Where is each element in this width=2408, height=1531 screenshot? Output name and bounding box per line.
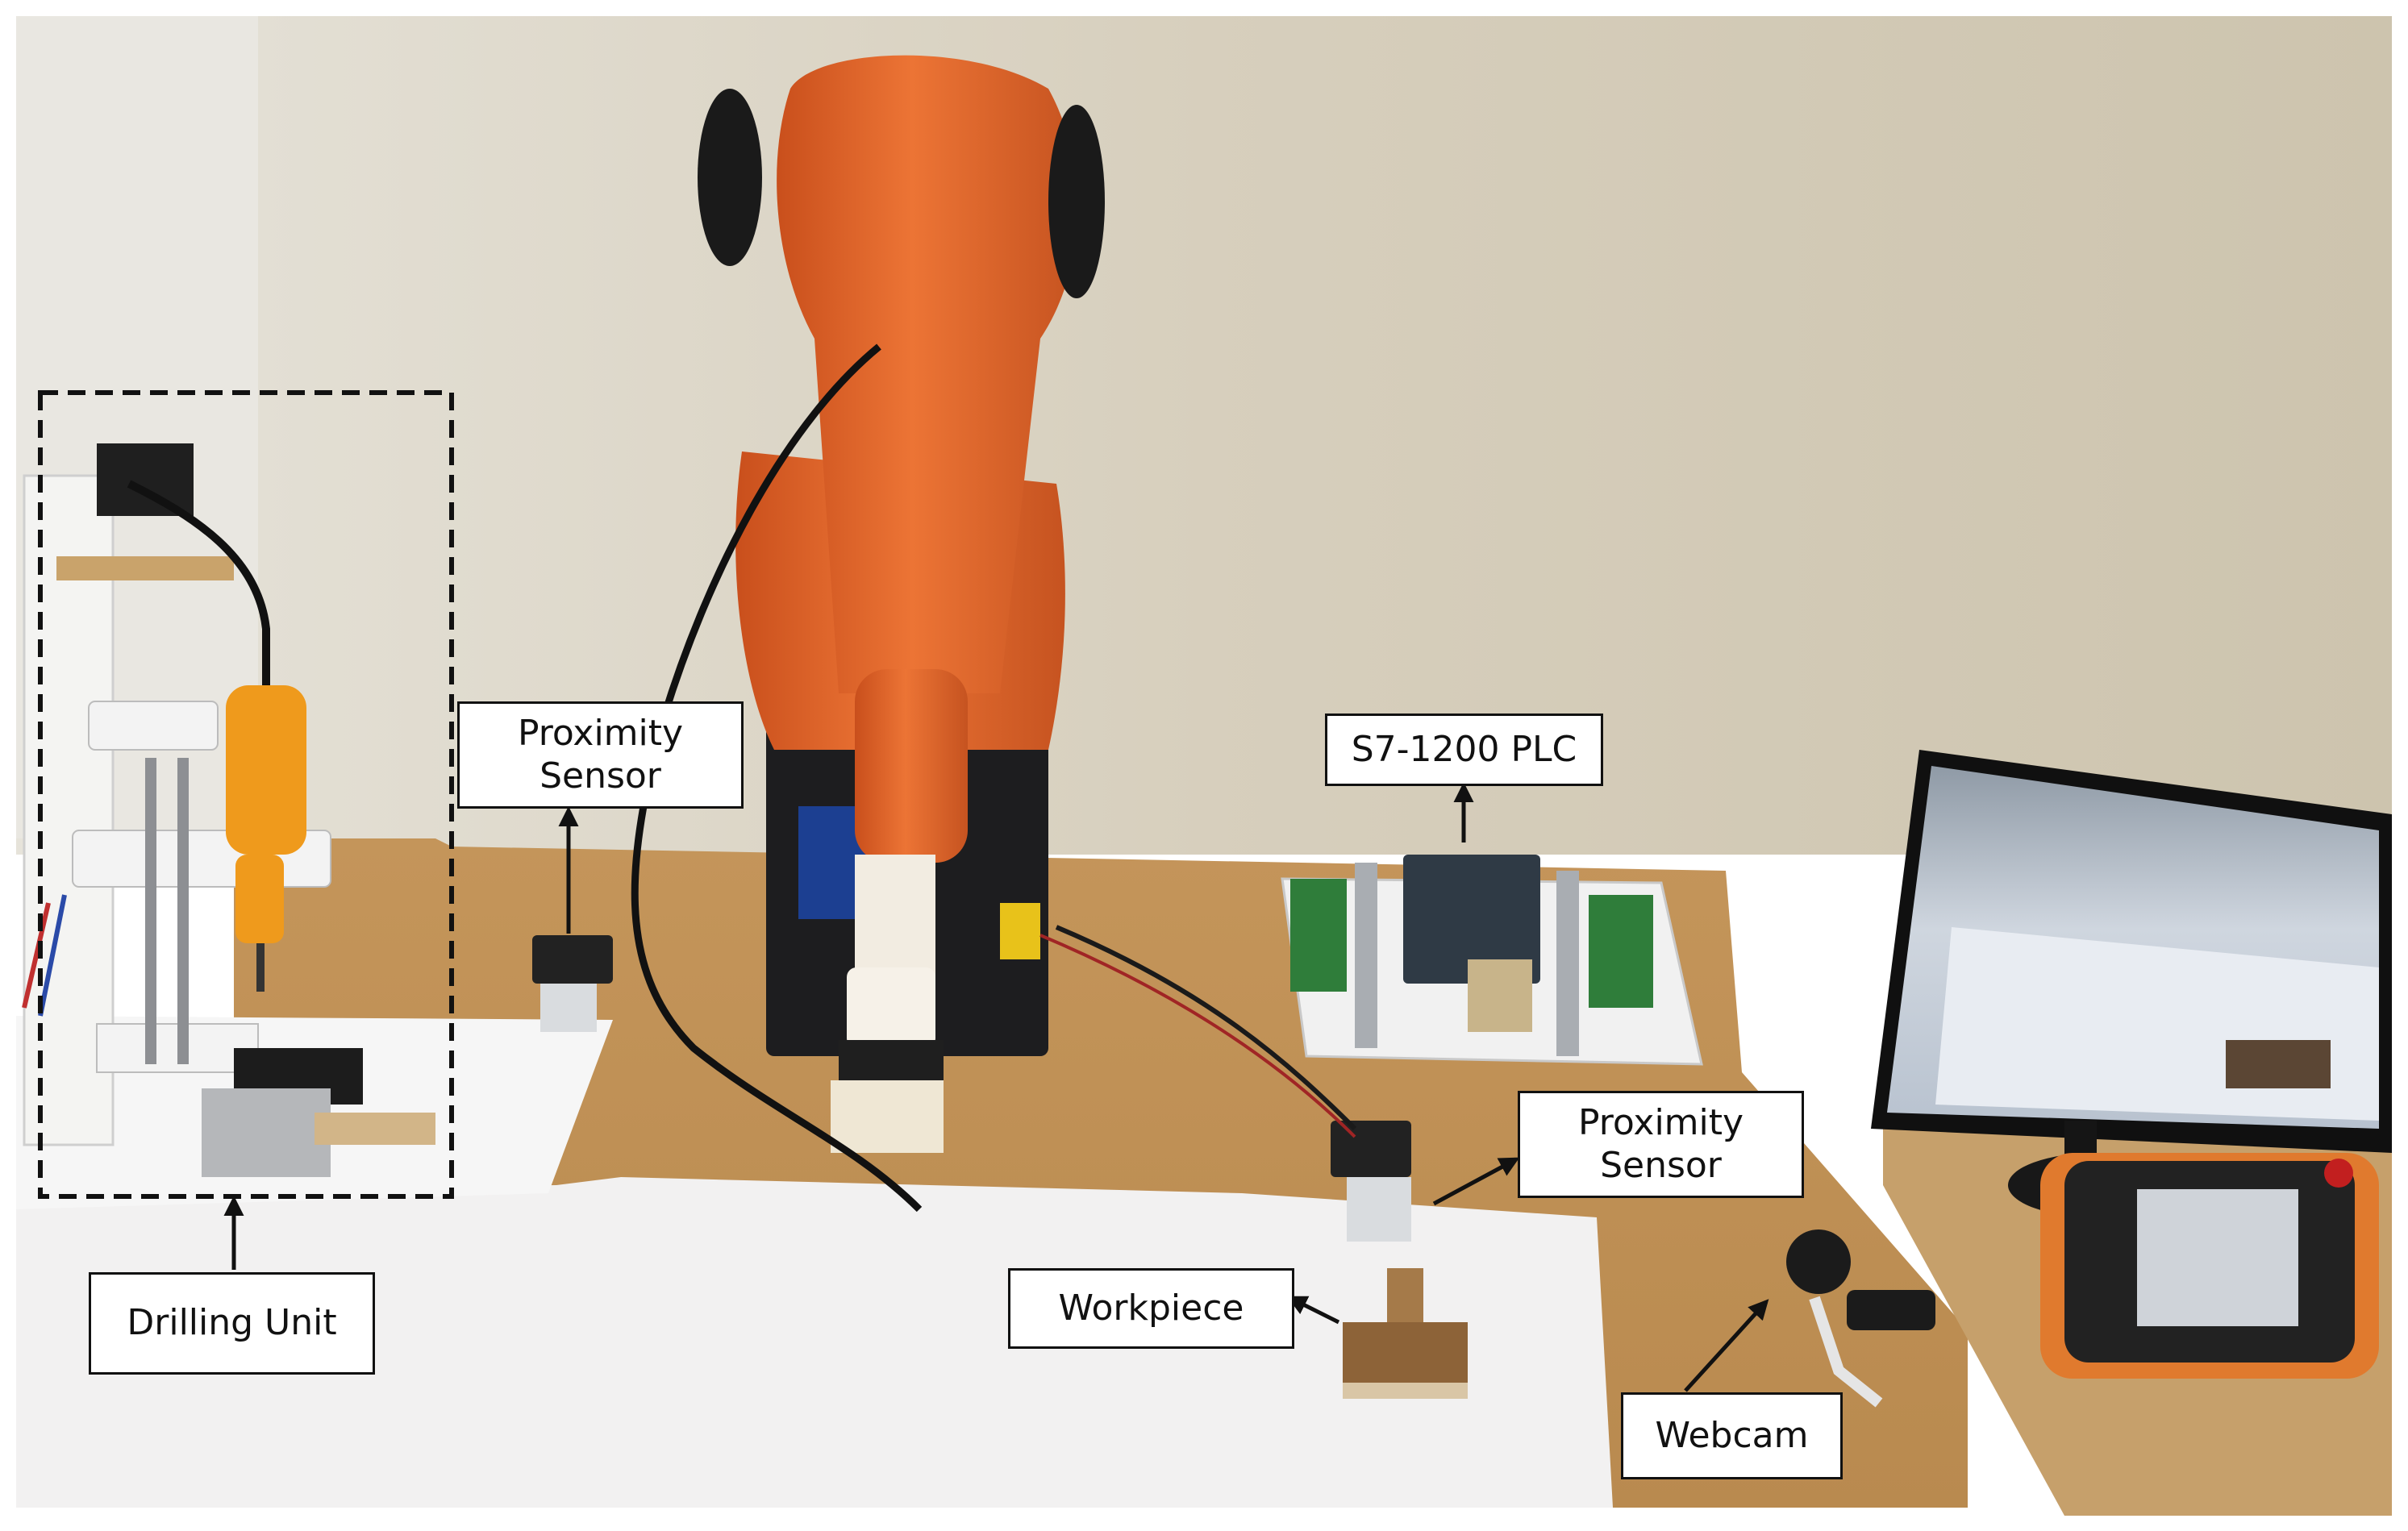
teach-pendant xyxy=(2040,1153,2379,1379)
plc-board xyxy=(1281,855,1703,1066)
proximity-sensor-left-device xyxy=(532,935,613,1032)
workpiece-label: Workpiece xyxy=(1008,1268,1294,1349)
monitor xyxy=(1871,750,2392,1217)
proximity-sensor-right-label-line-1: Proximity xyxy=(1577,1101,1744,1143)
proximity-sensor-left-label-line-1: Proximity xyxy=(517,712,684,754)
drilling-unit-label: Drilling Unit xyxy=(89,1272,375,1375)
robot-arm xyxy=(631,55,1105,1213)
proximity-sensor-left-label-line-2: Sensor xyxy=(540,755,661,797)
webcam-device xyxy=(1786,1229,1935,1408)
webcam-label: Webcam xyxy=(1621,1392,1843,1479)
workpiece-object xyxy=(1343,1268,1468,1399)
wall xyxy=(16,16,2392,855)
drilling-unit-highlight-box xyxy=(38,390,454,1199)
arrow-proximity-sensor-right xyxy=(1432,1157,1520,1206)
proximity-sensor-right-label-line-2: Sensor xyxy=(1600,1144,1722,1186)
s7-plc-label: S7-1200 PLC xyxy=(1325,713,1603,786)
arrow-webcam xyxy=(1684,1299,1769,1392)
proximity-sensor-left-label: Proximity Sensor xyxy=(457,701,744,809)
arrow-workpiece xyxy=(1286,1296,1340,1325)
paper-sheet xyxy=(16,1177,1613,1508)
proximity-sensor-right-device xyxy=(1039,925,1411,1242)
proximity-sensor-right-label: Proximity Sensor xyxy=(1518,1091,1804,1198)
